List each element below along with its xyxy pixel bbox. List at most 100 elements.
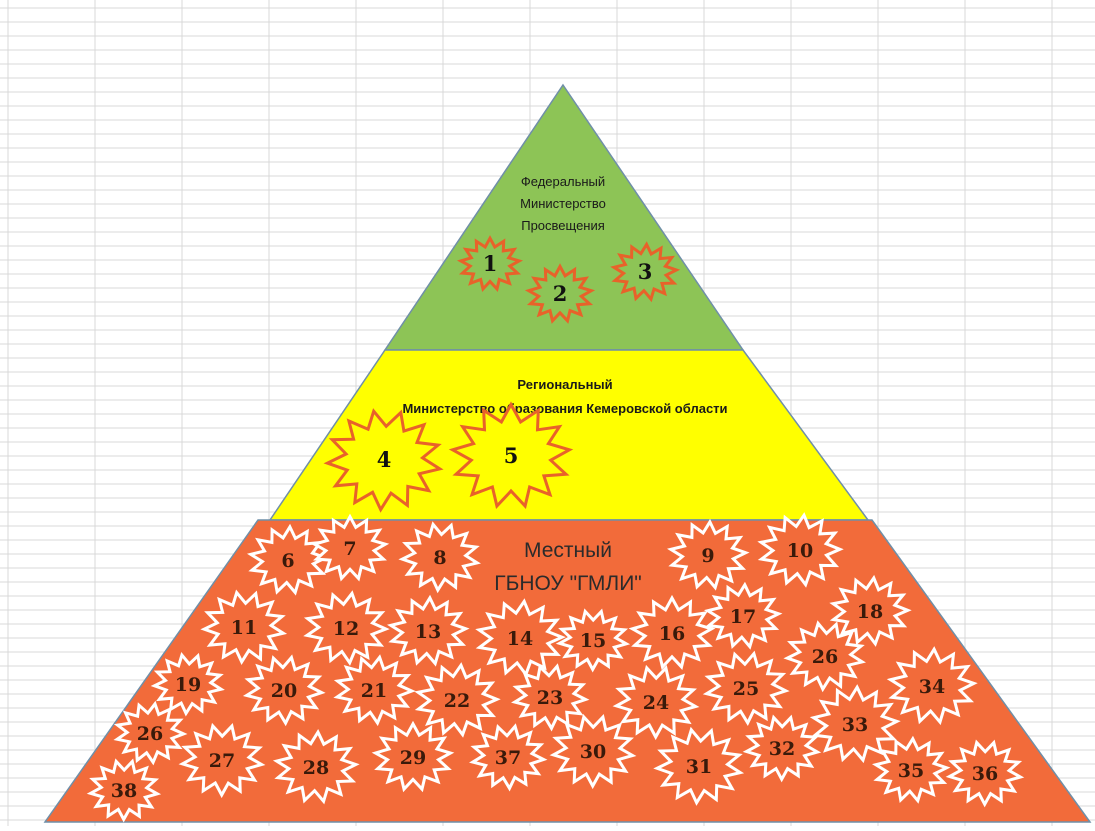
starburst-icon bbox=[86, 758, 162, 823]
local-badge: 14 bbox=[475, 598, 566, 678]
local-badge: 25 bbox=[702, 650, 790, 727]
local-badge: 22 bbox=[414, 662, 501, 738]
starburst-icon bbox=[414, 662, 501, 738]
starburst-icon bbox=[702, 650, 790, 727]
badge-number: 22 bbox=[444, 690, 470, 712]
badge-number: 19 bbox=[175, 674, 201, 696]
local-badge: 7 bbox=[310, 513, 390, 582]
badge-number: 31 bbox=[686, 756, 712, 778]
local-level-subtitle: ГБНОУ "ГМЛИ" bbox=[494, 572, 642, 595]
badge-number: 3 bbox=[638, 259, 653, 284]
federal-level-subtitle: Министерство bbox=[520, 196, 606, 211]
local-badge: 37 bbox=[469, 723, 548, 792]
starburst-icon bbox=[303, 590, 390, 666]
badge-number: 13 bbox=[415, 621, 441, 643]
badge-number: 36 bbox=[972, 763, 998, 785]
local-badge: 17 bbox=[703, 581, 783, 650]
badge-number: 2 bbox=[553, 281, 568, 306]
local-badge: 26 bbox=[113, 700, 188, 766]
starburst-icon bbox=[242, 654, 326, 727]
starburst-icon bbox=[456, 235, 524, 293]
badge-number: 6 bbox=[281, 550, 294, 572]
local-badge: 35 bbox=[871, 735, 951, 804]
local-badge: 28 bbox=[272, 728, 360, 805]
local-badge: 33 bbox=[809, 684, 901, 764]
starburst-icon bbox=[310, 513, 390, 582]
badge-number: 29 bbox=[400, 747, 426, 769]
local-badge: 13 bbox=[386, 594, 470, 667]
badge-number: 20 bbox=[271, 680, 297, 702]
badge-number: 10 bbox=[787, 540, 813, 562]
starburst-icon bbox=[178, 722, 266, 799]
badge-number: 35 bbox=[898, 760, 924, 782]
local-badge: 29 bbox=[371, 720, 455, 793]
regional-level-title: Региональный bbox=[517, 377, 612, 392]
badge-number: 25 bbox=[733, 678, 759, 700]
badge-number: 18 bbox=[857, 601, 883, 623]
badge-number: 24 bbox=[643, 692, 669, 714]
local-badge: 23 bbox=[511, 663, 590, 732]
starburst-icon bbox=[150, 652, 225, 717]
badge-number: 16 bbox=[659, 623, 685, 645]
starburst-icon bbox=[524, 263, 596, 324]
federal-level-subtitle-2: Просвещения bbox=[521, 218, 605, 233]
starburst-icon bbox=[610, 241, 681, 303]
local-badge: 12 bbox=[303, 590, 390, 666]
local-badge: 19 bbox=[150, 652, 225, 717]
badge-number: 23 bbox=[537, 687, 563, 709]
badge-number: 11 bbox=[231, 617, 257, 639]
starburst-icon bbox=[628, 594, 716, 670]
local-badge: 9 bbox=[666, 518, 750, 591]
local-badge: 38 bbox=[86, 758, 162, 823]
starburst-icon bbox=[703, 581, 783, 650]
starburst-icon bbox=[511, 663, 590, 732]
local-badge: 27 bbox=[178, 722, 266, 799]
badge-number: 1 bbox=[483, 251, 498, 276]
badge-number: 32 bbox=[769, 738, 795, 760]
badge-number: 27 bbox=[209, 750, 235, 772]
starburst-icon bbox=[333, 654, 416, 727]
badge-number: 17 bbox=[730, 606, 756, 628]
federal-badge: 1 bbox=[456, 235, 524, 293]
starburst-icon bbox=[742, 714, 822, 783]
badge-number: 28 bbox=[303, 757, 329, 779]
badge-number: 9 bbox=[701, 545, 714, 567]
starburst-icon bbox=[612, 664, 700, 741]
regional-level-subtitle: Министерство образования Кемеровской обл… bbox=[402, 401, 727, 416]
local-badge: 18 bbox=[829, 574, 912, 647]
local-level-title: Местный bbox=[524, 539, 612, 562]
federal-level-title: Федеральный bbox=[521, 174, 605, 189]
federal-badge: 2 bbox=[524, 263, 596, 324]
regional-badge: 5 bbox=[448, 401, 574, 510]
starburst-icon bbox=[371, 720, 455, 793]
local-badge: 36 bbox=[945, 739, 1025, 808]
badge-number: 37 bbox=[495, 747, 521, 769]
starburst-icon bbox=[448, 401, 574, 510]
local-badge: 11 bbox=[200, 589, 288, 666]
local-badge: 10 bbox=[757, 512, 844, 588]
badge-number: 26 bbox=[137, 723, 163, 745]
starburst-icon bbox=[829, 574, 912, 647]
badge-number: 34 bbox=[919, 676, 945, 698]
starburst-icon bbox=[323, 408, 444, 513]
local-badge: 32 bbox=[742, 714, 822, 783]
badge-number: 30 bbox=[580, 741, 606, 763]
starburst-icon bbox=[113, 700, 188, 766]
local-badge: 26 bbox=[783, 620, 866, 693]
local-badge: 24 bbox=[612, 664, 700, 741]
badge-number: 12 bbox=[333, 618, 359, 640]
badge-number: 14 bbox=[507, 628, 533, 650]
starburst-icon bbox=[809, 684, 901, 764]
starburst-icon bbox=[469, 723, 548, 792]
starburst-icon bbox=[757, 512, 844, 588]
local-badge: 34 bbox=[886, 646, 978, 726]
local-badge: 30 bbox=[549, 713, 637, 790]
badge-number: 15 bbox=[580, 630, 606, 652]
badge-number: 33 bbox=[842, 714, 868, 736]
starburst-icon bbox=[200, 589, 288, 666]
federal-badge: 3 bbox=[610, 241, 681, 303]
badge-number: 8 bbox=[433, 547, 446, 569]
local-badge: 31 bbox=[653, 726, 745, 806]
